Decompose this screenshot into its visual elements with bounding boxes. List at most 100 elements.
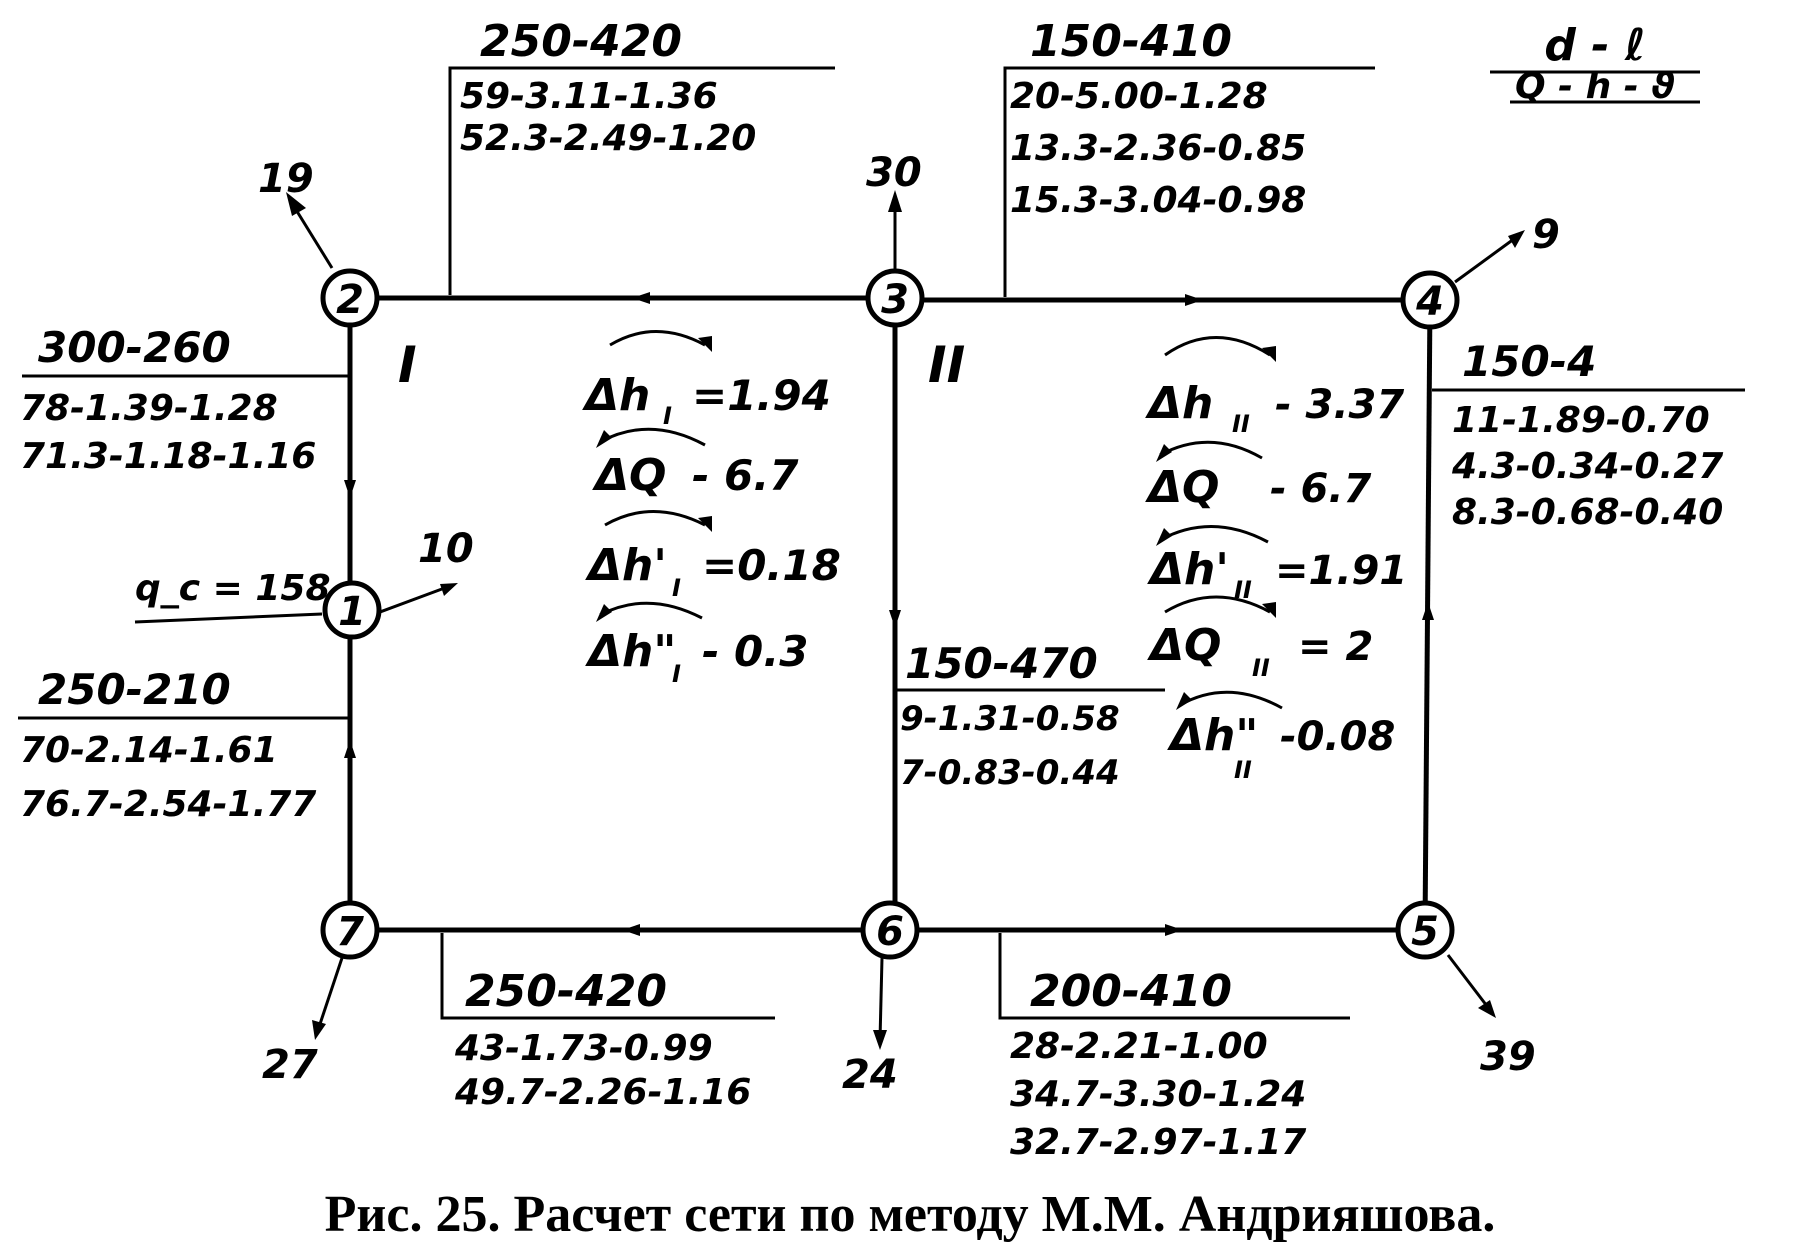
pipe-7-6-row-1: 43-1.73-0.99 — [454, 1028, 713, 1069]
flow-arrow-4-5 — [1422, 602, 1434, 620]
source-flow-label: q_c = 158 — [135, 568, 331, 609]
demand-arrow-7 — [316, 957, 344, 1031]
pipe-7-6-row-2: 49.7-2.26-1.16 — [454, 1072, 751, 1113]
curved-arrow-icon — [599, 427, 706, 447]
arrowhead-icon — [596, 430, 612, 448]
curved-arrow-icon — [1164, 595, 1271, 614]
curved-arrow-icon — [604, 510, 706, 527]
pipe-2-1-row-1: 78-1.39-1.28 — [20, 388, 278, 429]
pipe-label-4-5: 150-4 11-1.89-0.70 4.3-0.34-0.27 8.3-0.6… — [1451, 337, 1723, 533]
pipe-2-1-dl: 300-260 — [38, 323, 231, 372]
curved-arrow-icon — [1159, 440, 1263, 460]
node-5-label: 5 — [1411, 909, 1439, 955]
node-2-label: 2 — [336, 277, 364, 323]
correction-value: - 6.7 — [692, 451, 799, 500]
correction-value: - 0.3 — [702, 627, 808, 676]
demand-5: 39 — [1480, 1034, 1536, 1080]
correction-symbol: Δh' — [585, 540, 667, 591]
correction-ring1-dq: ΔQ - 6.7 — [592, 427, 799, 501]
leader-6-5 — [998, 933, 1350, 1020]
pipe-label-3-6: 150-470 9-1.31-0.58 7-0.83-0.44 — [900, 639, 1120, 793]
correction-symbol: ΔQ — [1147, 620, 1221, 671]
flow-arrow-2-3 — [632, 292, 650, 304]
node-1-label: 1 — [338, 589, 366, 635]
node-5: 5 — [1395, 900, 1455, 960]
demand-arrow-5 — [1446, 954, 1492, 1011]
pipe-label-6-5: 200-410 28-2.21-1.00 34.7-3.30-1.24 32.7… — [1010, 966, 1306, 1163]
demand-arrowhead-3 — [888, 190, 902, 212]
pipe-1-7-row-2: 76.7-2.54-1.77 — [20, 784, 316, 825]
demand-6: 24 — [842, 1052, 898, 1098]
flow-arrow-7-6 — [622, 924, 640, 936]
demand-arrowhead-6 — [873, 1030, 887, 1050]
flow-arrow-3-6 — [889, 610, 901, 628]
demand-arrow-6 — [878, 957, 884, 1041]
correction-subscript: I — [663, 402, 672, 430]
node-3: 3 — [865, 268, 925, 328]
pipe-2-3-row-2: 52.3-2.49-1.20 — [460, 118, 756, 159]
demand-arrowhead-7 — [312, 1020, 326, 1040]
correction-subscript: II — [1234, 576, 1252, 604]
leader-3-4 — [1003, 66, 1375, 297]
pipe-2-1-row-2: 71.3-1.18-1.16 — [20, 436, 316, 477]
flow-arrow-2-1 — [344, 480, 356, 498]
node-3-label: 3 — [881, 277, 909, 323]
correction-subscript: I — [672, 660, 681, 688]
pipe-label-2-3: 250-420 59-3.11-1.36 52.3-2.49-1.20 — [460, 16, 756, 159]
node-4: 4 — [1400, 270, 1460, 330]
correction-ring1-dh2: Δh" I - 0.3 — [585, 601, 808, 688]
node-6-label: 6 — [876, 909, 904, 955]
correction-subscript: II — [1234, 756, 1252, 784]
demand-arrowhead-2 — [286, 192, 306, 216]
demand-arrow-1 — [379, 584, 451, 614]
arrowhead-icon — [1156, 444, 1172, 462]
pipe-network — [347, 295, 1433, 933]
pipe-2-3-row-1: 59-3.11-1.36 — [460, 76, 718, 117]
flow-arrow-1-7 — [344, 740, 356, 758]
ring-2-label: II — [928, 336, 965, 394]
node-7: 7 — [320, 900, 380, 960]
ring-2-corrections: Δh II - 3.37 ΔQ - 6.7 Δh' II =1.91 ΔQ II… — [1145, 336, 1407, 784]
correction-symbol: ΔQ — [592, 450, 666, 501]
pipe-6-5-row-2: 34.7-3.30-1.24 — [1010, 1074, 1306, 1115]
arrowhead-icon — [698, 336, 712, 352]
node-4-label: 4 — [1415, 279, 1444, 325]
correction-symbol: ΔQ — [1145, 462, 1219, 513]
demand-7: 27 — [262, 1042, 318, 1088]
correction-ring2-dq: ΔQ - 6.7 — [1145, 440, 1372, 513]
pipe-4-5-row-1: 11-1.89-0.70 — [1452, 400, 1710, 441]
demand-arrow-4 — [1454, 234, 1519, 284]
pipe-3-4-row-2: 13.3-2.36-0.85 — [1010, 128, 1306, 169]
correction-ring2-dh2: Δh" II -0.08 — [1167, 690, 1395, 784]
flow-arrow-3-4 — [1185, 294, 1203, 306]
source-inflow-line — [134, 612, 323, 624]
correction-symbol: Δh — [582, 370, 650, 421]
pipe-4-5-row-2: 4.3-0.34-0.27 — [1451, 446, 1723, 487]
arrowhead-icon — [1262, 346, 1276, 362]
arrowhead-icon — [1156, 528, 1172, 546]
flow-arrows — [344, 292, 1434, 936]
correction-value: =1.91 — [1275, 548, 1407, 594]
pipe-1-7-dl: 250-210 — [38, 665, 231, 714]
demand-arrowhead-1 — [440, 583, 458, 596]
correction-value: - 3.37 — [1275, 382, 1404, 428]
pipe-3-4-row-1: 20-5.00-1.28 — [1010, 76, 1268, 117]
pipe-3-4-dl: 150-410 — [1030, 16, 1232, 67]
pipe-4-5-dl: 150-4 — [1462, 337, 1596, 386]
correction-ring2-dh: Δh II - 3.37 — [1145, 336, 1404, 438]
pipe-3-6-dl: 150-470 — [905, 639, 1098, 688]
curved-arrow-icon — [1179, 690, 1283, 710]
pipe-6-5-row-1: 28-2.21-1.00 — [1010, 1026, 1268, 1067]
arrowhead-icon — [1262, 602, 1276, 618]
leader-2-3 — [448, 66, 835, 295]
demand-arrowhead-5 — [1478, 1000, 1496, 1018]
pipe-label-2-1: 300-260 78-1.39-1.28 71.3-1.18-1.16 — [20, 323, 316, 477]
demand-4: 9 — [1532, 212, 1560, 258]
correction-symbol: Δh — [1145, 378, 1213, 429]
flow-arrow-6-5 — [1165, 924, 1183, 936]
pipe-4-5-row-3: 8.3-0.68-0.40 — [1452, 492, 1723, 533]
correction-subscript: I — [672, 574, 681, 602]
pipe-6-5-dl: 200-410 — [1030, 966, 1232, 1017]
demand-1: 10 — [418, 526, 474, 572]
arrowhead-icon — [1176, 692, 1192, 710]
